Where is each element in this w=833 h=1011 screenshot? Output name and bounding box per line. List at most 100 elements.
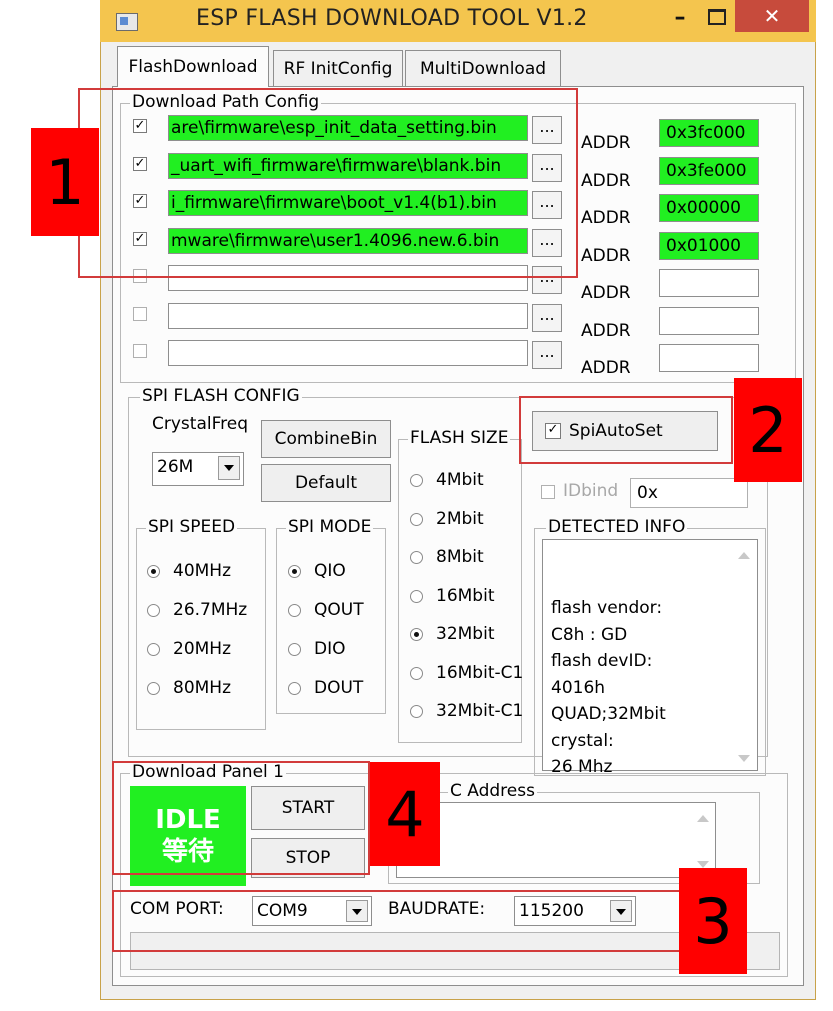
- radio-button[interactable]: [410, 705, 423, 718]
- addr-label: ADDR: [581, 208, 631, 228]
- crystal-freq-select[interactable]: 26M: [152, 452, 244, 486]
- browse-button[interactable]: ...: [532, 266, 562, 294]
- radio-label: QOUT: [314, 600, 364, 620]
- addr-input[interactable]: 0x3fc000: [659, 119, 759, 147]
- path-input[interactable]: [168, 265, 528, 291]
- maximize-button[interactable]: [700, 2, 734, 32]
- spi-auto-set-check-icon: ✓: [545, 423, 561, 439]
- path-text: i_firmware\firmware\boot_v1.4(b1).bin: [171, 193, 497, 213]
- path-input[interactable]: i_firmware\firmware\boot_v1.4(b1).bin: [168, 190, 528, 216]
- path-checkbox[interactable]: [133, 306, 147, 321]
- radio-button[interactable]: [410, 589, 423, 603]
- annotation-box-1: [78, 88, 578, 278]
- detected-info-label: DETECTED INFO: [546, 517, 688, 537]
- addr-input[interactable]: 0x01000: [659, 231, 759, 260]
- close-button[interactable]: ✕: [735, 0, 809, 32]
- browse-button[interactable]: ...: [532, 228, 562, 257]
- path-input[interactable]: [168, 340, 528, 366]
- idbind-input[interactable]: 0x: [630, 478, 748, 508]
- start-button[interactable]: START: [251, 786, 365, 830]
- info-line: flash vendor:: [551, 598, 663, 618]
- radio-button[interactable]: [147, 682, 160, 695]
- scroll-up-icon[interactable]: [738, 552, 750, 559]
- scroll-down-icon[interactable]: [697, 861, 709, 868]
- path-input[interactable]: mware\firmware\user1.4096.new.6.bin: [168, 227, 528, 254]
- radio-label: DOUT: [314, 678, 364, 698]
- radio-button[interactable]: [147, 604, 160, 617]
- combine-bin-button[interactable]: CombineBin: [261, 420, 391, 458]
- path-input[interactable]: are\firmware\esp_init_data_setting.bin: [168, 115, 528, 141]
- path-text: are\firmware\esp_init_data_setting.bin: [171, 118, 497, 138]
- spi-auto-set-checkbox[interactable]: ✓ SpiAutoSet: [532, 411, 718, 451]
- default-button[interactable]: Default: [261, 464, 391, 502]
- browse-button[interactable]: ...: [532, 341, 562, 369]
- addr-input[interactable]: [659, 344, 759, 372]
- browse-button[interactable]: ...: [532, 153, 562, 182]
- path-text: mware\firmware\user1.4096.new.6.bin: [171, 230, 500, 251]
- mac-address-field[interactable]: [396, 802, 716, 878]
- addr-input[interactable]: [659, 306, 759, 335]
- addr-input[interactable]: [659, 269, 759, 297]
- idbind-checkbox[interactable]: [541, 485, 555, 499]
- baudrate-label: BAUDRATE:: [388, 899, 486, 919]
- radio-button[interactable]: [410, 512, 423, 526]
- mac-address-label: C Address: [448, 781, 537, 801]
- minimize-button[interactable]: –: [674, 4, 686, 30]
- info-line: flash devID:: [551, 651, 653, 671]
- radio-button[interactable]: [147, 565, 160, 578]
- tab-flash-download[interactable]: FlashDownload: [117, 46, 269, 87]
- window-title: ESP FLASH DOWNLOAD TOOL V1.2: [196, 6, 588, 31]
- baudrate-value: 115200: [519, 901, 584, 921]
- info-line: QUAD;32Mbit: [551, 704, 666, 724]
- com-port-select[interactable]: COM9: [252, 896, 372, 926]
- title-bar[interactable]: [100, 0, 816, 42]
- path-checkbox[interactable]: ✓: [133, 230, 147, 246]
- download-panel-label: Download Panel 1: [130, 762, 286, 782]
- addr-input[interactable]: 0x3fe000: [659, 156, 759, 185]
- scroll-up-icon[interactable]: [697, 815, 709, 822]
- stop-button[interactable]: STOP: [251, 838, 365, 878]
- radio-button[interactable]: [147, 643, 160, 656]
- path-checkbox[interactable]: [133, 344, 147, 358]
- browse-button[interactable]: ...: [532, 191, 562, 219]
- radio-button[interactable]: [288, 604, 301, 617]
- chevron-down-icon: [218, 456, 240, 480]
- radio-button[interactable]: [410, 551, 423, 564]
- path-checkbox[interactable]: ✓: [133, 193, 147, 208]
- radio-button[interactable]: [410, 666, 423, 680]
- radio-label: 20MHz: [173, 639, 232, 659]
- browse-button[interactable]: ...: [532, 303, 562, 332]
- browse-button[interactable]: ...: [532, 116, 562, 144]
- radio-label: 32Mbit: [436, 624, 495, 644]
- radio-button[interactable]: [410, 628, 423, 641]
- com-port-value: COM9: [257, 901, 308, 921]
- addr-label: ADDR: [581, 283, 631, 303]
- path-input[interactable]: _uart_wifi_firmware\firmware\blank.bin: [168, 152, 528, 179]
- info-line: 26 Mhz: [551, 757, 613, 777]
- tab-multi-download[interactable]: MultiDownload: [405, 50, 561, 86]
- info-line: C8h : GD: [551, 624, 628, 645]
- path-input[interactable]: [168, 302, 528, 329]
- info-line: 4016h: [551, 677, 606, 698]
- path-checkbox[interactable]: ✓: [133, 155, 147, 171]
- addr-label: ADDR: [581, 358, 631, 378]
- radio-button[interactable]: [410, 474, 423, 487]
- idbind-label: IDbind: [563, 481, 619, 501]
- radio-label: 40MHz: [173, 561, 232, 581]
- radio-button[interactable]: [288, 643, 301, 656]
- radio-label: 8Mbit: [436, 547, 484, 567]
- app-icon: [116, 13, 138, 31]
- radio-button[interactable]: [288, 682, 301, 695]
- addr-label: ADDR: [581, 320, 631, 341]
- radio-button[interactable]: [288, 565, 301, 578]
- path-checkbox[interactable]: ✓: [133, 118, 147, 133]
- spi-flash-config-label: SPI FLASH CONFIG: [140, 386, 302, 406]
- tab-rf-init-config[interactable]: RF InitConfig: [273, 50, 403, 86]
- addr-input[interactable]: 0x00000: [659, 194, 759, 222]
- baudrate-select[interactable]: 115200: [514, 896, 636, 926]
- radio-label: 16Mbit-C1: [436, 662, 524, 683]
- annotation-badge-3: 3: [679, 868, 747, 974]
- scroll-down-icon[interactable]: [738, 755, 750, 762]
- annotation-box-4: [112, 761, 370, 875]
